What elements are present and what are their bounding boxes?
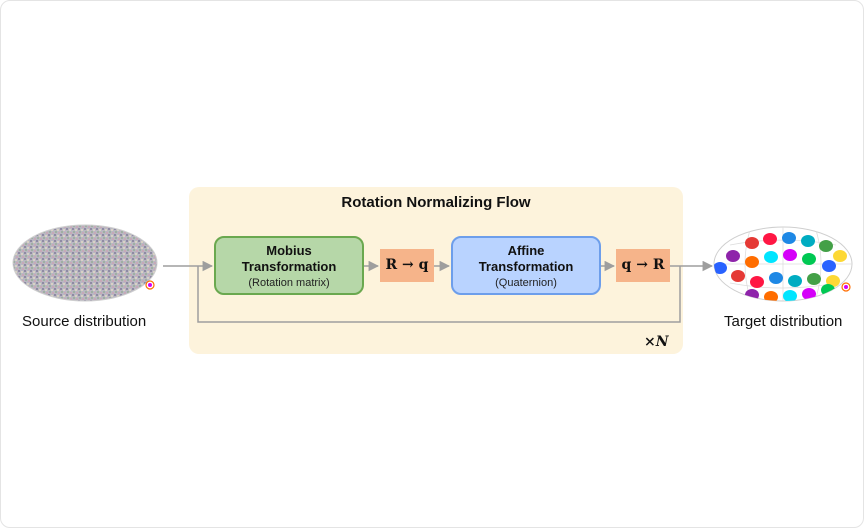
affine-subtitle: (Quaternion) — [495, 277, 557, 289]
repeat-n-label: ×N — [644, 334, 669, 350]
mobius-title-line2: Transformation — [241, 259, 337, 274]
r-to-q-conversion-box: R → q — [380, 249, 434, 282]
flow-title: Rotation Normalizing Flow — [341, 194, 531, 211]
source-distribution-caption: Source distribution — [22, 313, 147, 330]
mobius-subtitle: (Rotation matrix) — [248, 277, 330, 289]
affine-title-line2: Transformation — [478, 259, 574, 274]
mobius-title-line1: Mobius — [266, 243, 312, 258]
mobius-transformation-box: Mobius Transformation (Rotation matrix) — [214, 236, 364, 295]
affine-transformation-box: Affine Transformation (Quaternion) — [451, 236, 601, 295]
target-distribution-caption: Target distribution — [724, 313, 843, 330]
q-to-r-conversion-box: q → R — [616, 249, 670, 282]
affine-title-line1: Affine — [507, 243, 545, 258]
